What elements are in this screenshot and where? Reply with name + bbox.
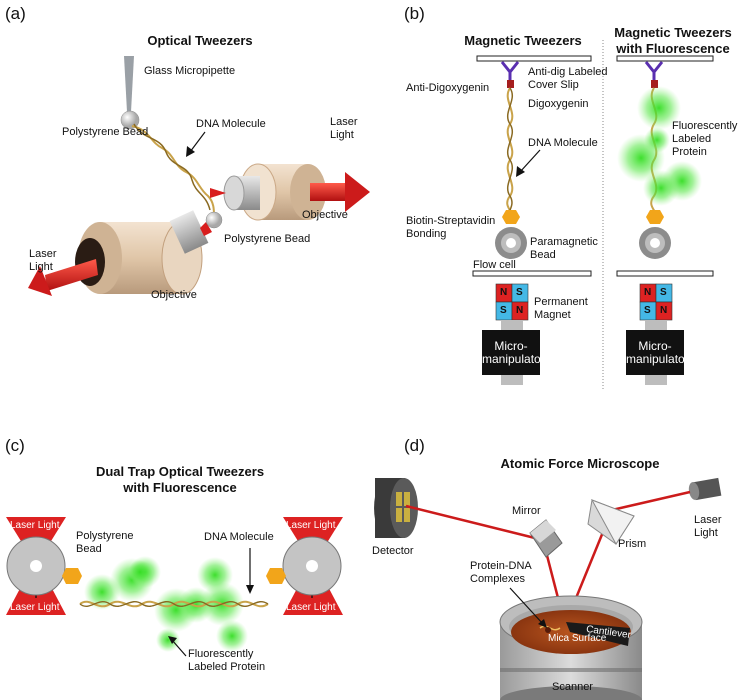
label-anti-digoxygenin: Anti-Digoxygenin [406, 82, 490, 94]
anti-dig-antibody-2 [644, 61, 664, 82]
magnet-letter-s1: S [516, 287, 523, 298]
micromanipulator-box-1 [482, 330, 540, 375]
panel-d-art [374, 477, 722, 700]
panel-b-title-fluorescence: Magnetic Tweezers with Fluorescence [614, 25, 732, 56]
label-prism: Prism [618, 538, 647, 550]
panel-a-art [28, 56, 370, 296]
panel-a-tag: (a) [5, 4, 26, 23]
permanent-magnet-1 [495, 283, 529, 321]
dna-helix-a [131, 125, 215, 217]
laser-right-a [210, 172, 370, 212]
digoxygenin-1 [507, 80, 514, 88]
panel-b-art [472, 40, 714, 390]
panel-c-art [6, 517, 343, 657]
label-permanent-magnet: Permanent Magnet [534, 296, 588, 321]
panel-c-tag: (c) [5, 436, 25, 455]
panel-a-title: Optical Tweezers [147, 33, 253, 48]
panel-b-tag: (b) [404, 4, 425, 23]
micromanipulator-box-2 [626, 330, 684, 375]
label-detector: Detector [372, 545, 414, 557]
streptavidin-linker-2 [646, 210, 664, 224]
label-paramagnetic-bead: Paramagnetic Bead [530, 236, 598, 261]
cover-slip-2 [616, 55, 714, 62]
panel-d-title: Atomic Force Microscope [500, 456, 660, 471]
label-dna-molecule-a: DNA Molecule [196, 118, 266, 130]
label-polystyrene-bead-a1: Polystyrene Bead [62, 126, 149, 138]
label-dna-molecule-c: DNA Molecule [204, 531, 274, 543]
glass-micropipette [124, 56, 134, 112]
label-anti-dig-labeled: Anti-dig Labeled [528, 66, 608, 78]
laser-source-d [688, 477, 722, 501]
flow-cell-bottom-2 [616, 270, 714, 277]
magnet-letter-n3: N [644, 287, 652, 298]
flow-cell-bottom-1 [472, 270, 592, 277]
label-laser-light-c-br: Laser Light [286, 602, 336, 613]
permanent-magnet-2 [639, 283, 673, 321]
label-micromanipulator-1: Micro- manipulator [482, 339, 545, 366]
label-polystyrene-bead-c: Polystyrene Bead [76, 530, 134, 555]
label-protein-dna-complexes: Protein-DNA Complexes [470, 560, 532, 585]
label-objective-right: Objective [302, 209, 348, 221]
panel-c-title: Dual Trap Optical Tweezers with Fluoresc… [95, 464, 265, 495]
streptavidin-linker-1 [502, 210, 520, 224]
cantilever [566, 622, 630, 646]
label-biotin-streptavidin: Biotin-Streptavidin Bonding [406, 215, 496, 240]
digoxygenin-2 [651, 80, 658, 88]
label-fluorescently-labeled-protein-c: Fluorescently Labeled Protein [188, 648, 266, 673]
anti-dig-antibody-1 [500, 61, 520, 82]
magnet-letter-s3: S [660, 287, 667, 298]
label-laser-light-left: Laser Light [29, 248, 57, 273]
label-laser-light-c-tr: Laser Light [286, 520, 336, 531]
label-laser-light-right: Laser Light [330, 116, 358, 141]
panel-b-title: Magnetic Tweezers [464, 33, 582, 48]
label-flow-cell: Flow cell [473, 259, 516, 271]
objective-right [223, 163, 326, 221]
label-digoxygenin: Digoxygenin [528, 98, 589, 110]
cover-slip-1 [476, 55, 592, 62]
panel-d-tag: (d) [404, 436, 425, 455]
objective-left [75, 210, 209, 295]
label-fluorescently-labeled-protein-b: Fluorescently Labeled Protein [672, 120, 738, 158]
label-glass-micropipette: Glass Micropipette [144, 65, 236, 77]
label-dna-molecule-b: DNA Molecule [528, 137, 598, 149]
polystyrene-bead-a2 [205, 211, 223, 229]
label-laser-light-c-tl: Laser Light [10, 520, 60, 531]
magnet-letter-n2: N [516, 305, 524, 316]
label-micromanipulator-2: Micro- manipulator [626, 339, 689, 366]
label-scanner: Scanner [552, 681, 593, 693]
magnet-letter-s2: S [500, 305, 507, 316]
laser-left-a [28, 222, 212, 296]
label-objective-left: Objective [151, 289, 197, 301]
magnet-letter-s4: S [644, 305, 651, 316]
label-mica-surface: Mica Surface [548, 633, 607, 644]
label-cover-slip: Cover Slip [528, 79, 579, 91]
label-mirror: Mirror [512, 505, 541, 517]
detector [374, 478, 418, 538]
magnet-letter-n4: N [660, 305, 668, 316]
label-polystyrene-bead-a2: Polystyrene Bead [224, 233, 311, 245]
magnet-letter-n1: N [500, 287, 508, 298]
label-laser-light-c-bl: Laser Light [10, 602, 60, 613]
label-laser-light-d: Laser Light [694, 514, 722, 539]
